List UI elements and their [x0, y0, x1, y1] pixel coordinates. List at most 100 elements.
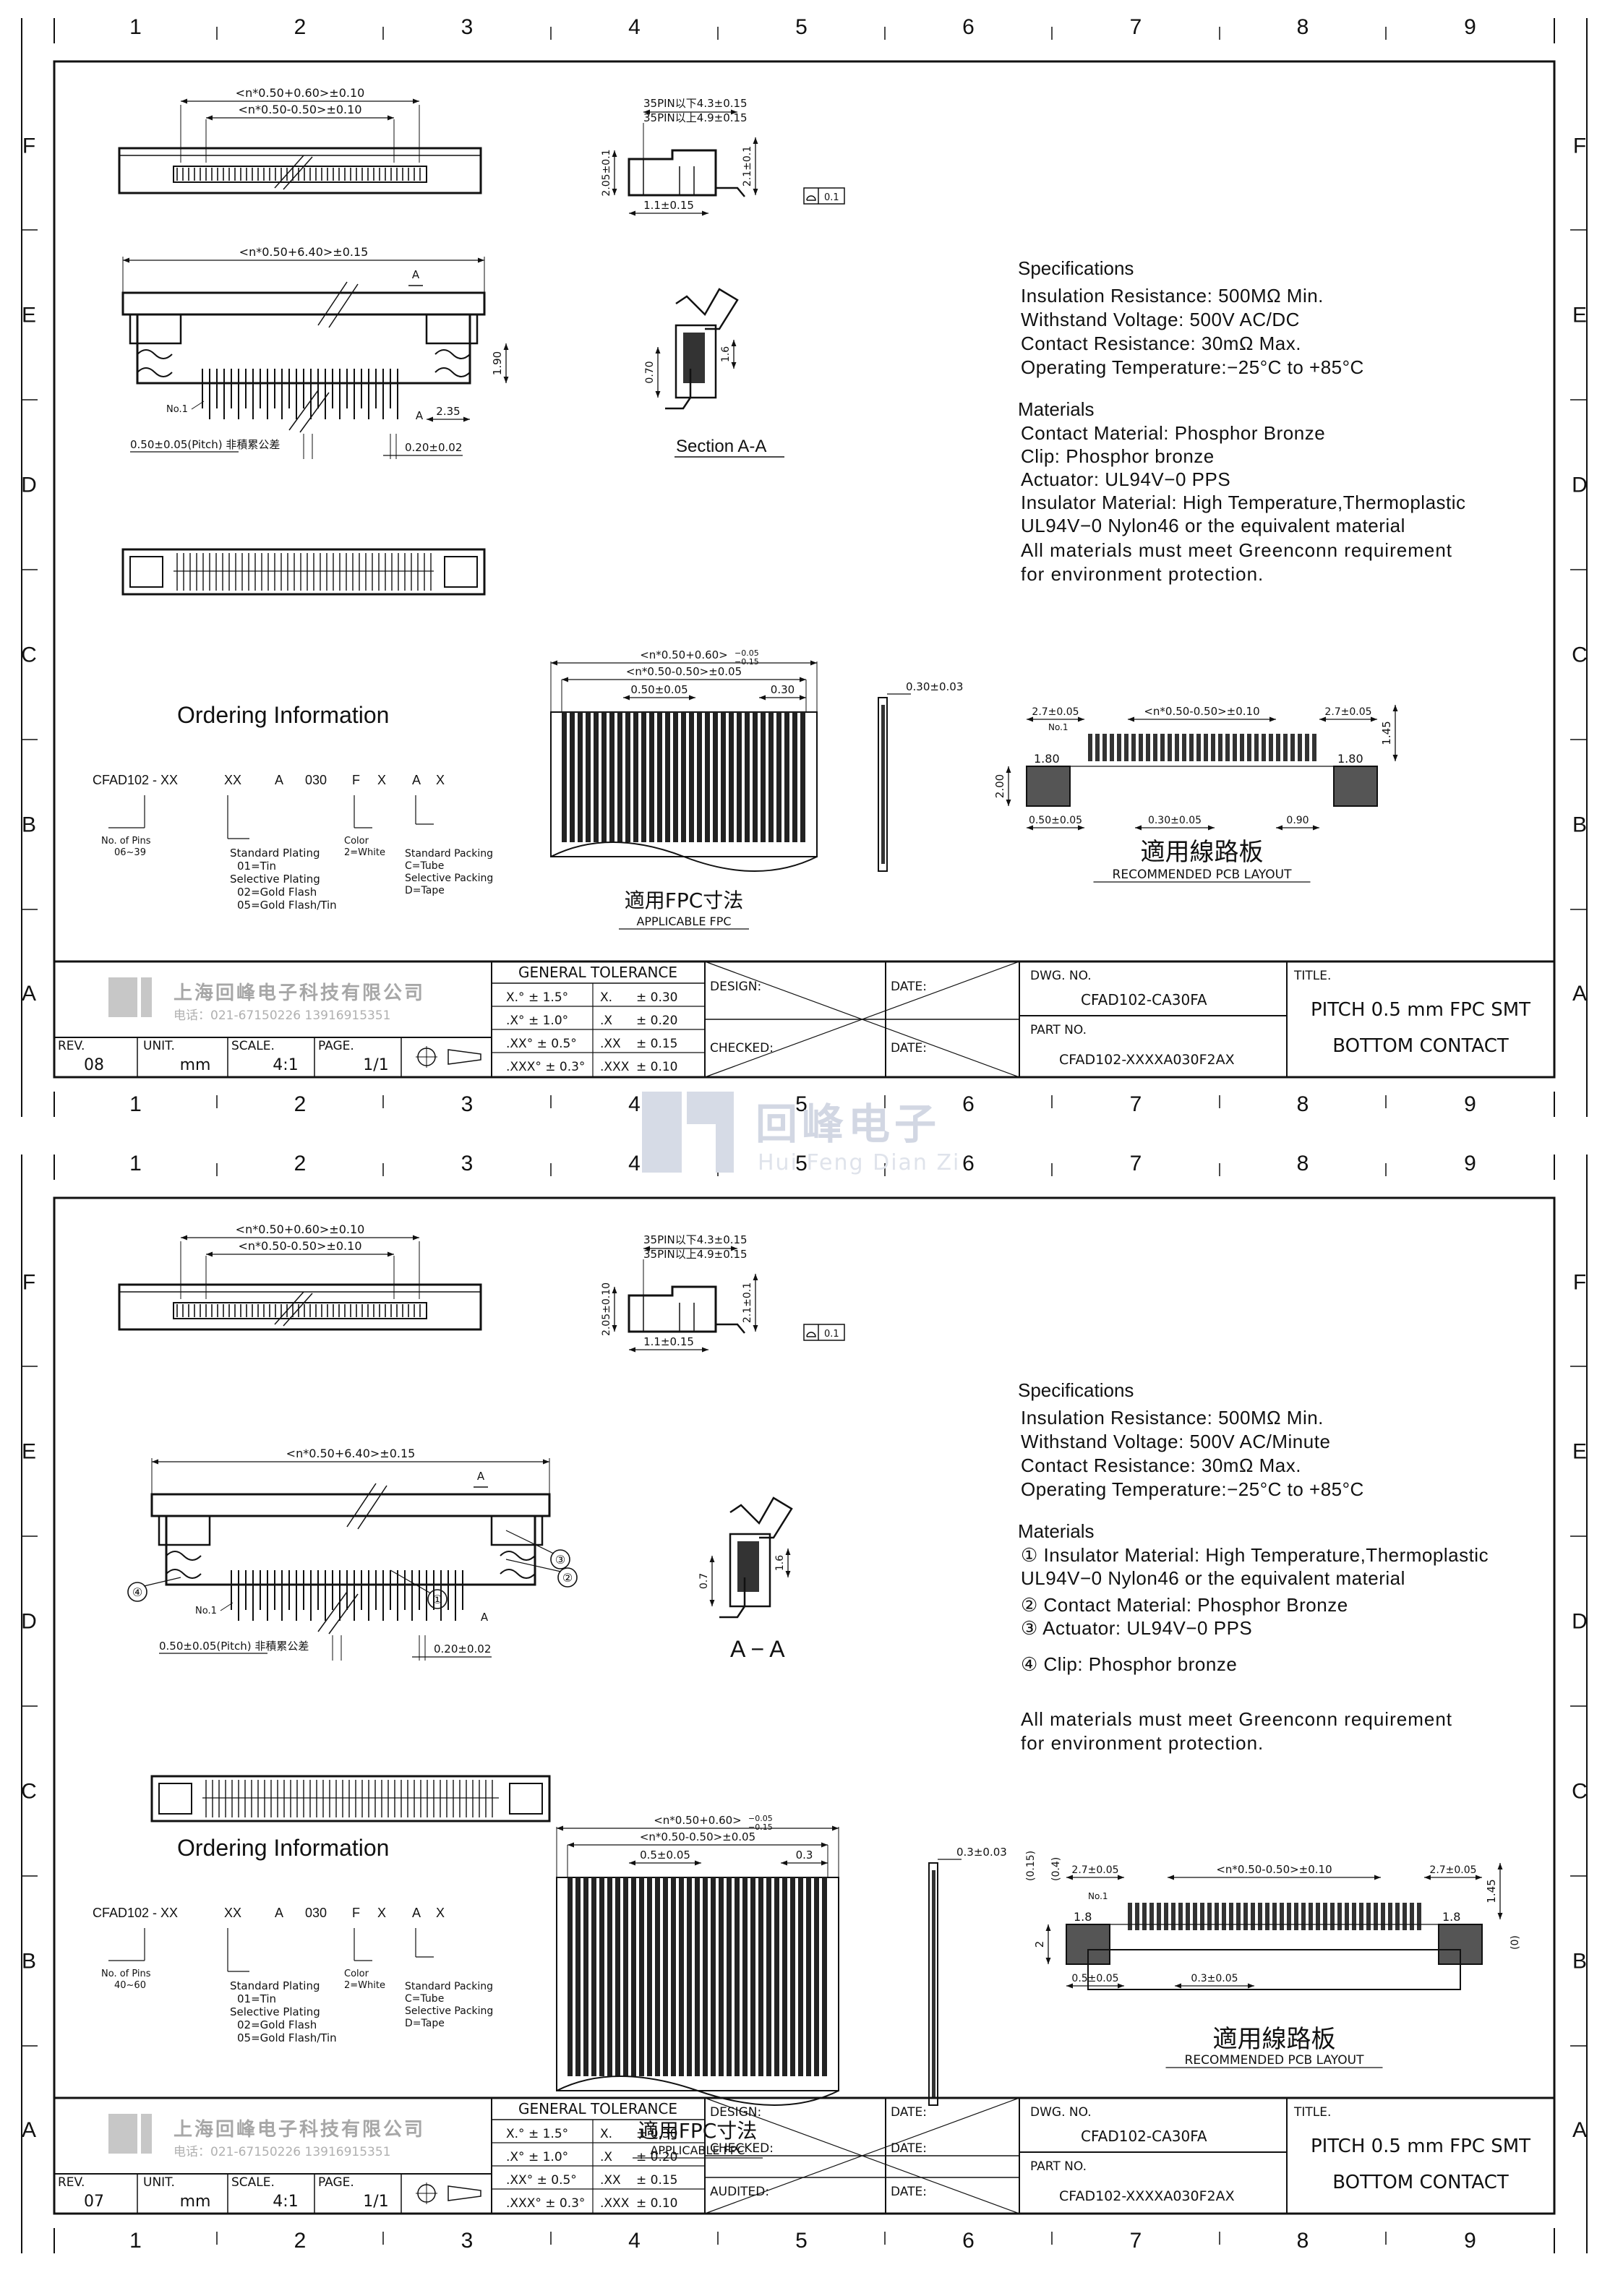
dimension-arrow [427, 416, 433, 422]
contact-slot [173, 166, 427, 183]
fpc-title-en: APPLICABLE FPC [636, 914, 731, 928]
spec-footer-line: for environment protection. [1021, 563, 1264, 585]
decimal-tolerance: ± 0.10 [636, 2196, 678, 2211]
dimension-arrow [643, 1246, 650, 1251]
dimension-arrow [1135, 825, 1142, 831]
clip-right [490, 1515, 544, 1546]
pcb-pin-pad [1294, 1903, 1298, 1930]
pcb-pin-pad [1388, 1903, 1392, 1930]
pcb-pin-pad [1280, 1903, 1284, 1930]
ordering-heading: Ordering Information [177, 1835, 389, 1861]
dimension-arrow [689, 695, 695, 701]
spec-footer-line: for environment protection. [1021, 1732, 1264, 1754]
fpc-trace [742, 1877, 748, 2076]
callout-leader [390, 1569, 432, 1594]
solder-tail [716, 1323, 745, 1334]
pcb-pin-pad [1323, 1903, 1327, 1930]
order-code-segment: F [352, 1906, 360, 1920]
grid-column-label: 1 [129, 2229, 142, 2253]
grid-column-label: 6 [962, 15, 975, 39]
dimension-arrow [1424, 1875, 1431, 1880]
scale-value: 4:1 [273, 2193, 298, 2211]
clip-pad-left [158, 1783, 192, 1815]
decimal-tolerance: ± 0.20 [636, 1014, 678, 1028]
dimension-arrow [1066, 1875, 1073, 1880]
grid-row-label: C [1572, 1780, 1588, 1804]
fpc-trace [617, 712, 622, 842]
dimension-arrow [1045, 1924, 1051, 1931]
pcb-pin-pad [1410, 1903, 1414, 1930]
dimension-label: <n*0.50+0.60> [640, 648, 728, 661]
pcb-pin-pad [1225, 734, 1230, 761]
ordering-heading: Ordering Information [177, 702, 389, 728]
fpc-trace [792, 712, 797, 842]
pcb-pad-right [1333, 766, 1378, 807]
dimension-arrow [1313, 825, 1319, 831]
callout-leader [143, 1577, 181, 1587]
grid-row-label: A [1572, 2118, 1587, 2142]
watermark-text: 回峰电子 [755, 1100, 941, 1149]
dimension-arrow [463, 416, 470, 422]
dimension-arrow [643, 109, 650, 115]
flatness-value: 0.1 [824, 1329, 839, 1340]
section-marker: A [416, 409, 424, 422]
fpc-trace [737, 712, 742, 842]
fpc-trace [647, 1877, 652, 2076]
dimension-arrow [181, 1235, 187, 1241]
decimal-format: X. [600, 2127, 612, 2141]
material-line: ④ Clip: Phosphor bronze [1021, 1653, 1237, 1675]
pitch-label: 0.50±0.05(Pitch) 非積累公差 [159, 1640, 309, 1653]
projection-cone-icon [447, 2185, 481, 2201]
dimension-label: 0.5±0.05 [640, 1849, 690, 1862]
approval-label: DESIGN: [710, 980, 761, 994]
applicable-fpc: <n*0.50+0.60>−0.05−0.15<n*0.50-0.50>±0.0… [550, 648, 963, 930]
grid-column-label: 4 [628, 1092, 641, 1116]
pcb-pin-pad [1417, 1903, 1421, 1930]
dimension-label: 1.1±0.15 [643, 199, 694, 212]
callout-number: ④ [132, 1585, 142, 1599]
flatness-frame [803, 187, 845, 205]
dimension-label: 2.7±0.05 [1071, 1864, 1118, 1876]
grid-column-label: 9 [1464, 2229, 1476, 2253]
pcb-pin-pad [1305, 734, 1309, 761]
grid-row-label: F [1573, 1271, 1586, 1295]
fpc-trace [798, 1877, 803, 2076]
fpc-trace [586, 712, 591, 842]
contact-section [737, 1541, 759, 1592]
fpc-trace [570, 712, 575, 842]
date-label: DATE: [891, 1041, 927, 1055]
grid-row-label: E [1572, 304, 1587, 327]
angle-tolerance: .XX° ± 0.5° [506, 2173, 577, 2188]
pcb-pin-pad [1171, 1903, 1176, 1930]
logo-mark-right [141, 977, 152, 1017]
unit-value: mm [180, 1056, 211, 1074]
angle-tolerance: X.° ± 1.5° [506, 2127, 568, 2141]
pin-one-label: No.1 [1088, 1891, 1108, 1901]
dimension-arrow [503, 377, 509, 383]
grid-column-label: 5 [795, 1092, 808, 1116]
material-line: ③ Actuator: UL94V−0 PPS [1021, 1617, 1252, 1639]
dimension-arrow [612, 150, 617, 157]
pcb-pin-pad [1359, 1903, 1363, 1930]
tolerance-heading: GENERAL TOLERANCE [518, 964, 677, 981]
decimal-format: .X [600, 2150, 612, 2164]
grid-row-label: B [22, 1950, 36, 1974]
grid-row-label: D [21, 1610, 37, 1634]
fpc-trace [806, 1877, 811, 2076]
material-line: UL94V−0 Nylon46 or the equivalent materi… [1021, 515, 1405, 536]
callout-number: ① [432, 1593, 442, 1606]
pcb-title-en: RECOMMENDED PCB LAYOUT [1185, 2053, 1365, 2068]
pin-note: 35PIN以下4.3±0.15 [643, 1233, 748, 1246]
dimension-arrow [709, 1600, 715, 1606]
dimension-arrow [785, 1571, 791, 1577]
rev-label: REV. [58, 2175, 85, 2190]
dimension-arrow [1027, 825, 1033, 831]
order-code-segment: CFAD102 - XX [93, 773, 178, 787]
rev-label: REV. [58, 1039, 85, 1053]
reference-dimension: (0.15) [1025, 1851, 1037, 1881]
pcb-pin-pad [1189, 734, 1194, 761]
grid-row-label: F [22, 1271, 35, 1295]
